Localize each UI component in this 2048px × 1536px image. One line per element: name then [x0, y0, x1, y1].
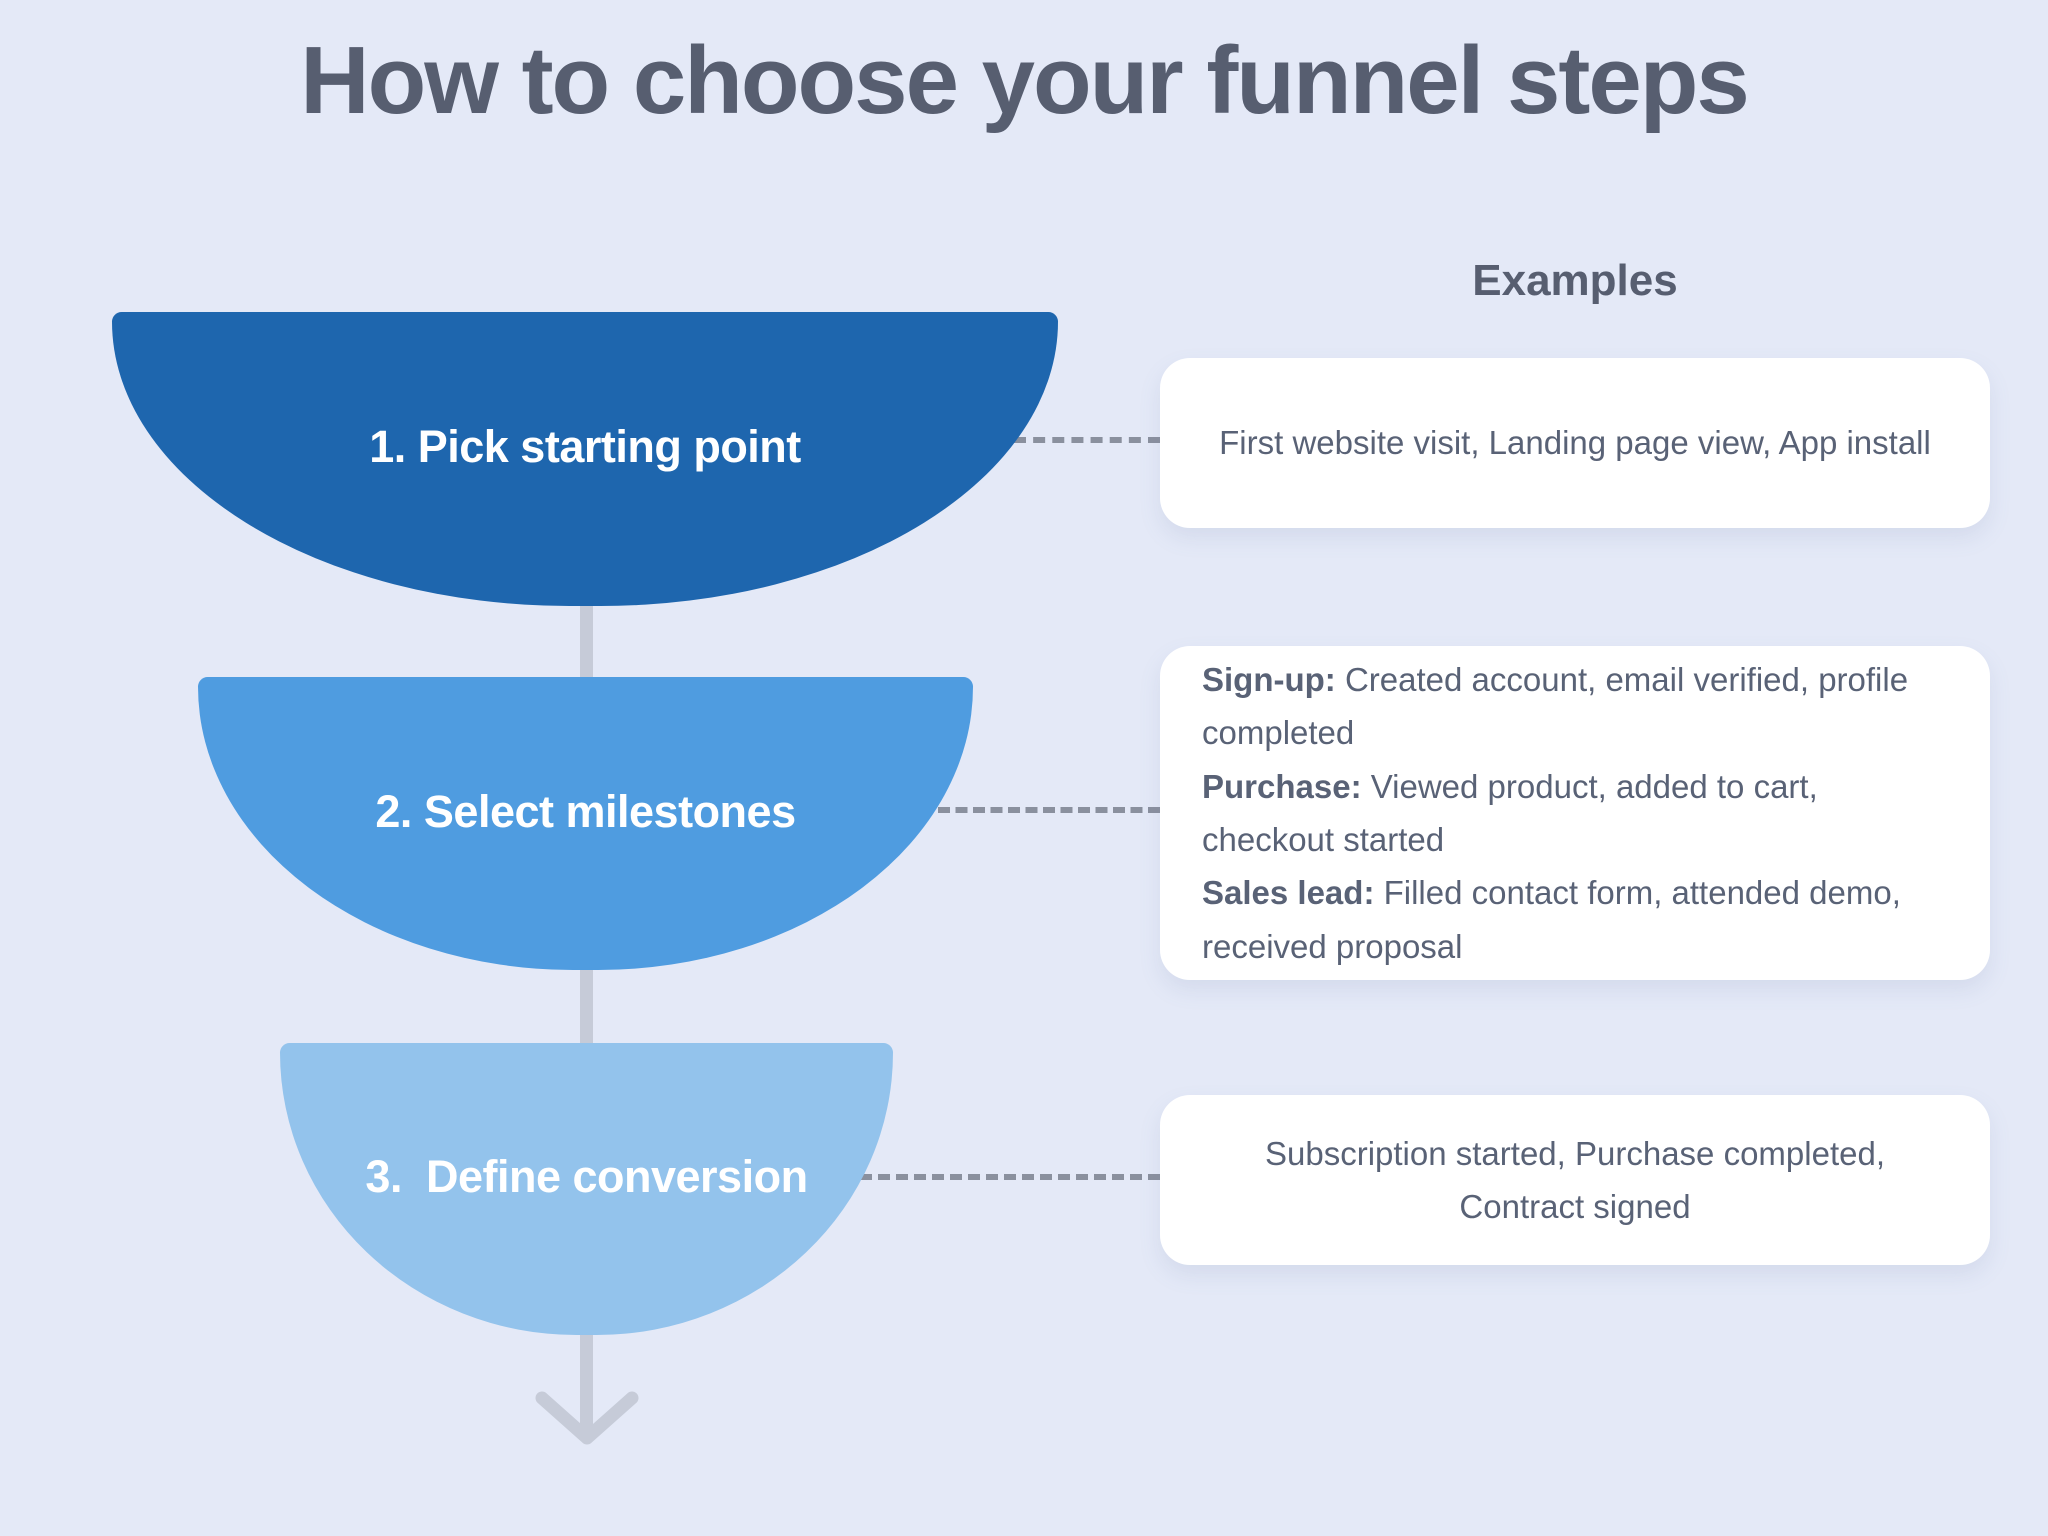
dashed-connector-3 — [860, 1174, 1160, 1180]
example-card-3: Subscription started, Purchase completed… — [1160, 1095, 1990, 1265]
funnel-step-3-label: 3. Define conversion — [365, 1151, 808, 1203]
connector-line-3 — [580, 1325, 593, 1433]
connector-line-1 — [580, 595, 593, 687]
funnel-step-2: 2. Select milestones — [198, 677, 973, 970]
example-card-3-text: Subscription started, Purchase completed… — [1265, 1134, 1885, 1225]
example-item-purchase-label: Purchase: — [1202, 767, 1362, 805]
example-card-1-text: First website visit, Landing page view, … — [1219, 424, 1931, 462]
example-item-saleslead: Sales lead: Filled contact form, attende… — [1202, 866, 1948, 973]
example-item-saleslead-text: Filled contact form, attended demo, rece… — [1202, 874, 1901, 965]
funnel-step-1: 1. Pick starting point — [112, 312, 1058, 606]
page-title: How to choose your funnel steps — [300, 27, 1749, 134]
funnel-step-1-label: 1. Pick starting point — [369, 421, 801, 473]
dashed-connector-1 — [1014, 437, 1160, 443]
example-item-signup-text: Created account, email verified, profile… — [1202, 660, 1909, 752]
example-item-purchase-text: Viewed product, added to cart, checkout … — [1202, 767, 1818, 858]
examples-heading: Examples — [1472, 256, 1678, 305]
example-card-1: First website visit, Landing page view, … — [1160, 358, 1990, 528]
funnel-step-2-label: 2. Select milestones — [375, 785, 796, 837]
connector-line-2 — [580, 960, 593, 1052]
example-item-signup-label: Sign-up: — [1202, 660, 1336, 698]
example-item-saleslead-label: Sales lead: — [1202, 874, 1375, 912]
dashed-connector-2 — [938, 807, 1160, 813]
funnel-step-3: 3. Define conversion — [280, 1043, 893, 1335]
arrow-down-chevron — [535, 1391, 639, 1445]
example-card-2: Sign-up: Created account, email verified… — [1160, 646, 1990, 980]
example-item-purchase: Purchase: Viewed product, added to cart,… — [1202, 760, 1948, 867]
example-item-signup: Sign-up: Created account, email verified… — [1202, 653, 1948, 760]
arrow-down-icon — [535, 1391, 639, 1445]
